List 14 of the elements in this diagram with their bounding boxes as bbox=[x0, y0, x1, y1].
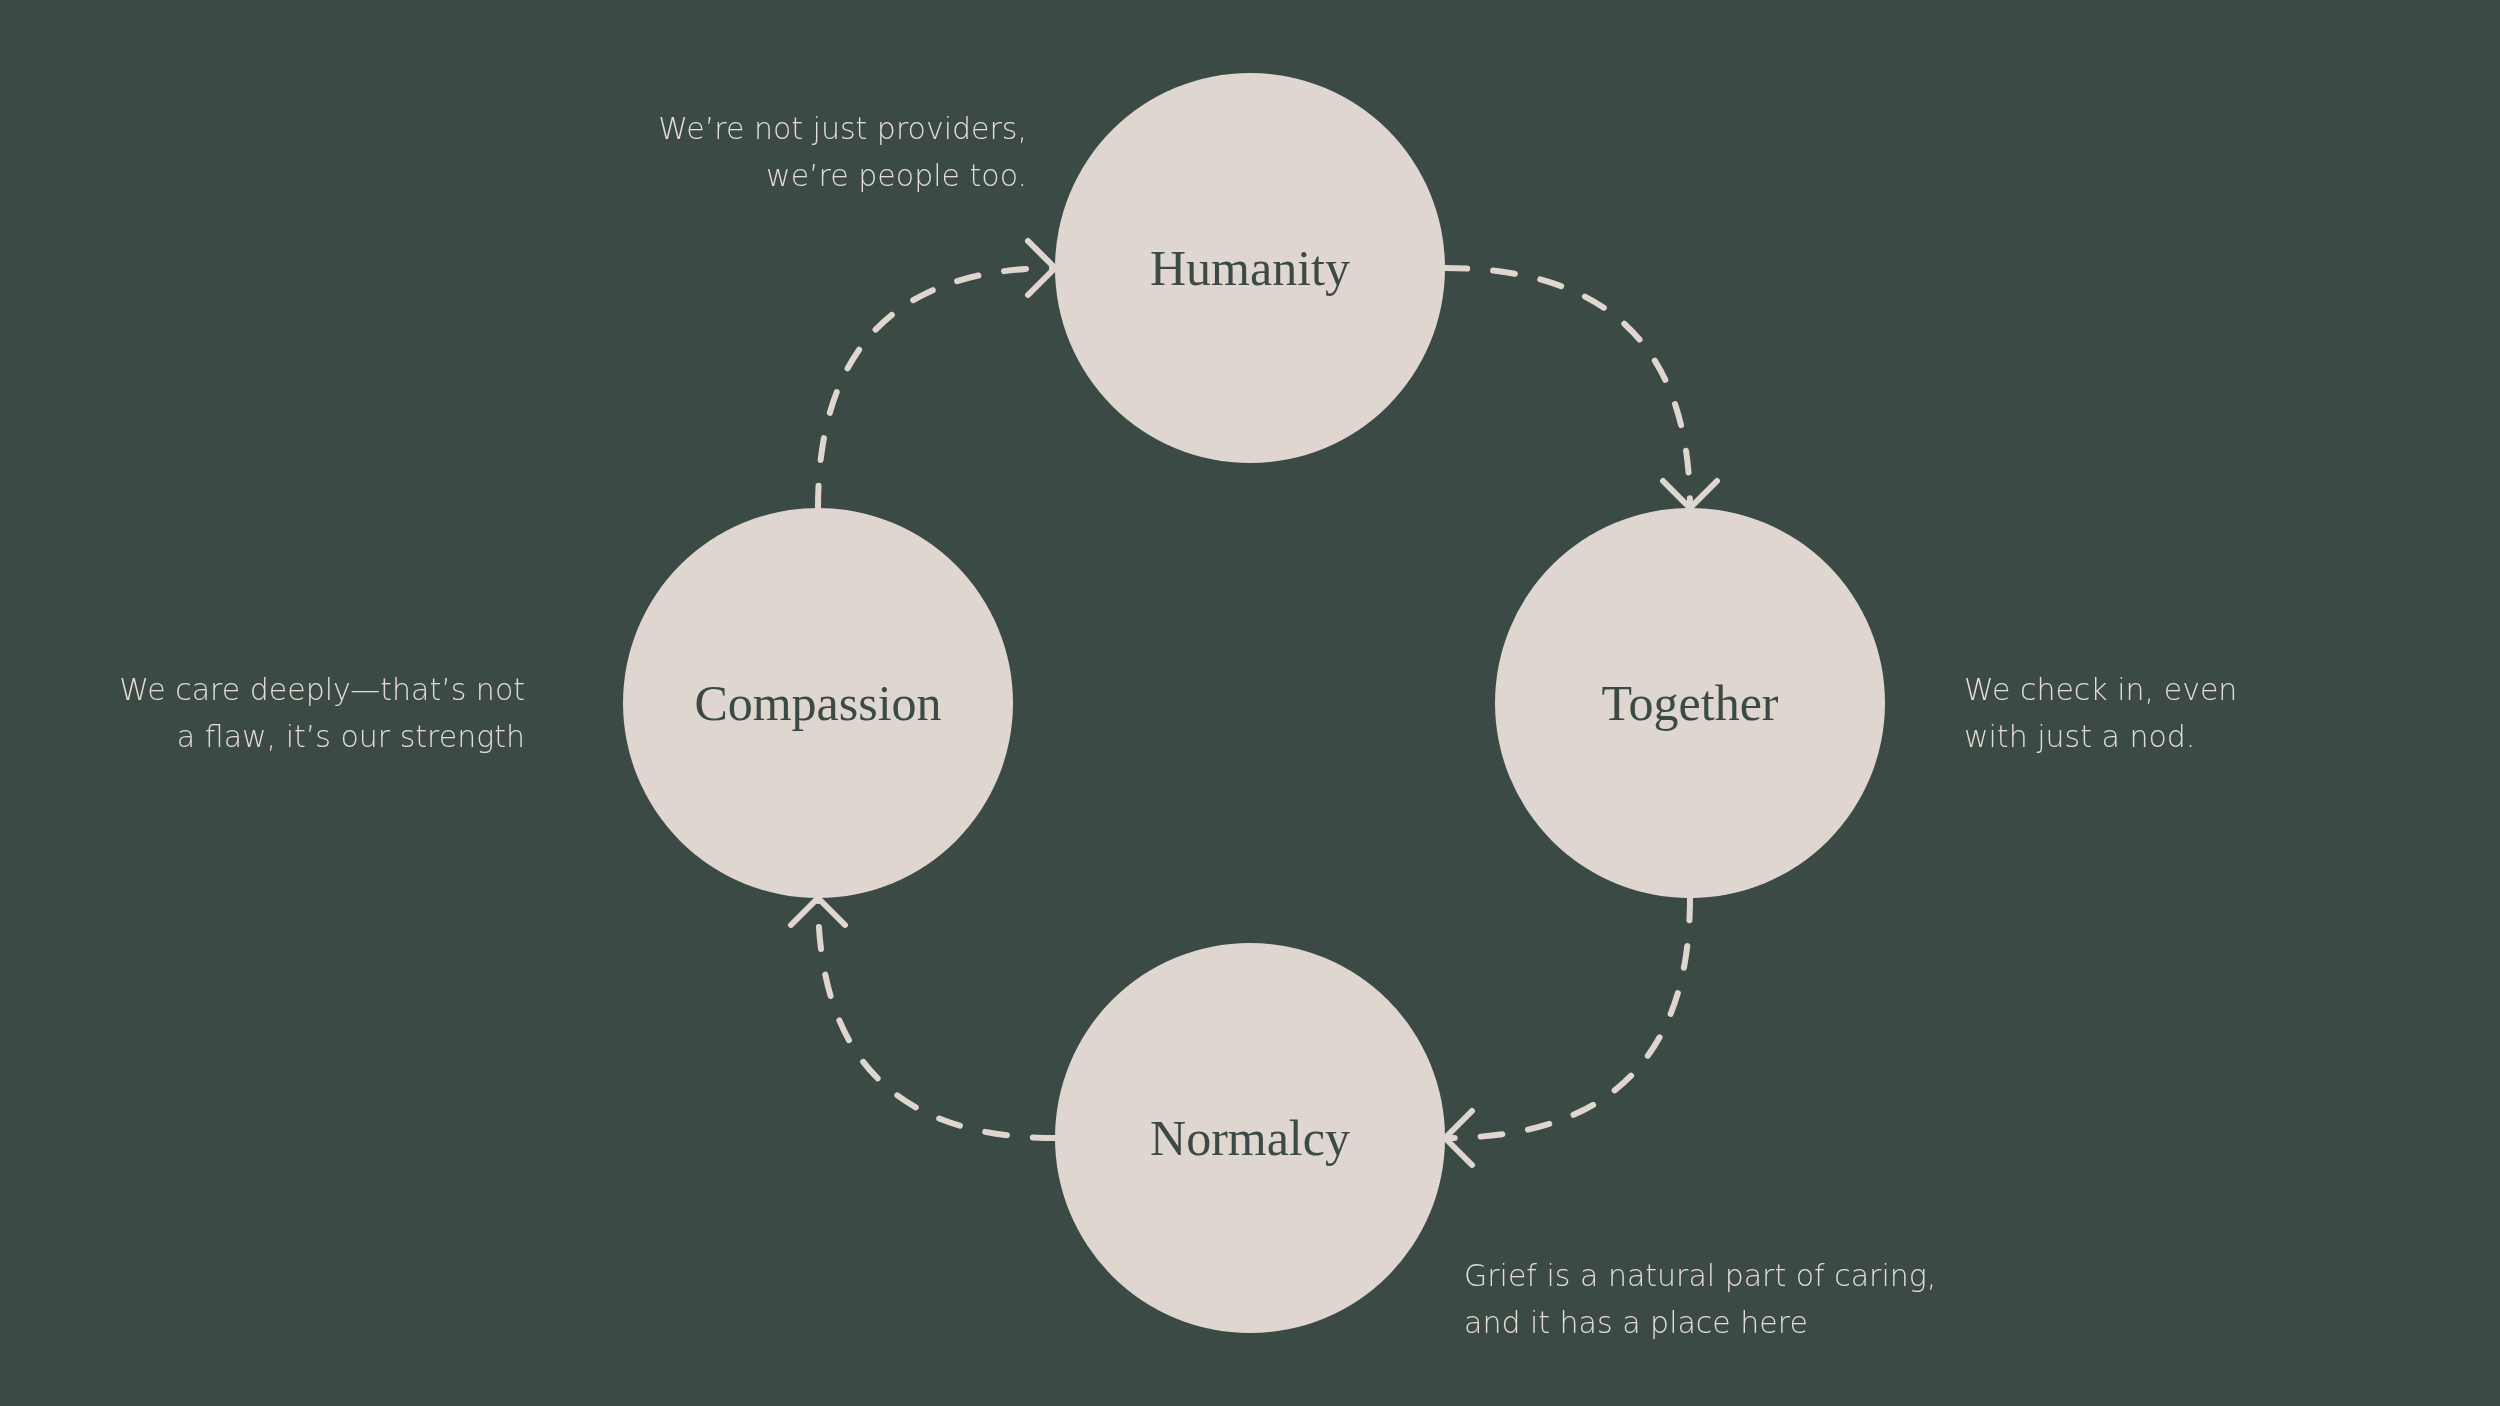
value-label: Together bbox=[1601, 674, 1779, 732]
value-circle bbox=[1055, 73, 1445, 463]
value-circle bbox=[1495, 508, 1885, 898]
description-text: We check in, even with just a nod. bbox=[1964, 671, 2239, 756]
description-text: We care deeply—that’s not a flaw, it’s our strength bbox=[118, 671, 525, 756]
value-label: Normalcy bbox=[1150, 1109, 1350, 1167]
value-label: Humanity bbox=[1150, 239, 1350, 297]
description-text: Grief is a natural part of caring, and it has a place here bbox=[1464, 1257, 1938, 1342]
dashed-arrow bbox=[1442, 895, 1693, 1167]
value-label: Compassion bbox=[694, 674, 942, 732]
value-circle bbox=[623, 508, 1013, 898]
value-circle bbox=[1055, 943, 1445, 1333]
dashed-arrow bbox=[1442, 265, 1719, 511]
description-text: We’re not just providers, we’re people too. bbox=[657, 110, 1027, 195]
